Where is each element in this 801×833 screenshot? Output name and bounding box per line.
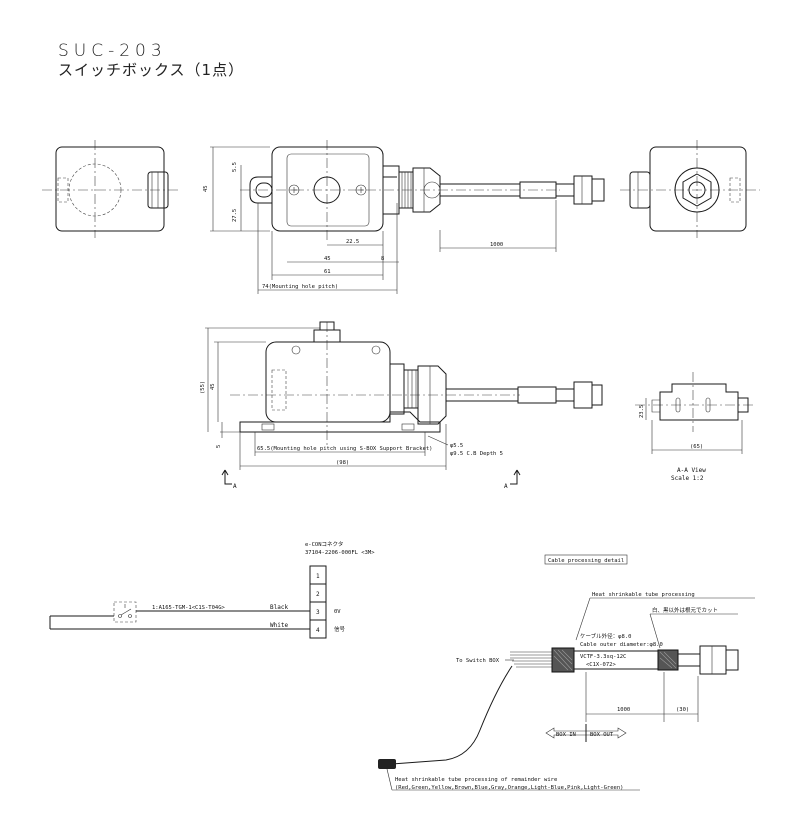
dim-23-5: 23.5 — [639, 405, 645, 418]
dim-8: 8 — [381, 256, 384, 262]
dim-30-paren: (30) — [676, 707, 689, 713]
dim-61: 61 — [324, 269, 331, 275]
dim-27-5: 27.5 — [232, 209, 238, 222]
dim-98-paren: (98) — [336, 460, 349, 466]
wire-black-label: Black — [270, 604, 288, 611]
pin-2: 2 — [316, 591, 320, 598]
cable-detail: Cable processing detail Heat shrinkable … — [378, 554, 755, 791]
aa-view-scale: Scale 1:2 — [671, 475, 704, 482]
connector-jp-label: e-CONコネクタ — [305, 540, 343, 548]
dim-45-side: 45 — [210, 383, 216, 390]
dim-65-5-mounting: 65.5(Mounting hole pitch using S-BOX Sup… — [257, 446, 433, 452]
dim-5-side: 5 — [216, 445, 222, 448]
dim-55-paren: (55) — [200, 381, 206, 394]
connector-part-number: 37104-2206-000FL <3M> — [305, 550, 375, 556]
pin-4: 4 — [316, 627, 320, 634]
cut-note: 白、黒以外は根元でカット — [652, 606, 718, 614]
remainder-colors: (Red,Green,Yellow,Brown,Blue,Gray,Orange… — [395, 785, 623, 791]
to-switch-box: To Switch BOX — [456, 658, 500, 664]
dim-1000-front: 1000 — [490, 242, 503, 248]
wire-white-label: White — [270, 622, 288, 629]
hole-dia-5-5: φ5.5 — [450, 443, 463, 449]
dim-5-5: 5.5 — [232, 162, 238, 172]
wiring-diagram: e-CONコネクタ 37104-2206-000FL <3M> 1 2 3 4 … — [49, 540, 375, 639]
dim-22-5: 22.5 — [346, 239, 359, 245]
side-view: (55) 45 5 65.5(Mounting hole pitch using… — [200, 321, 603, 490]
cable-spec: VCTF-3.3sq-12C — [580, 654, 626, 660]
pin3-0v-label: 0V — [334, 609, 341, 615]
product-name: スイッチボックス（1点） — [58, 61, 244, 79]
dim-74-mounting: 74(Mounting hole pitch) — [262, 284, 338, 290]
right-end-view — [620, 140, 760, 238]
dim-45-vertical: 45 — [203, 185, 209, 192]
dim-1000-detail: 1000 — [617, 707, 630, 713]
pin-1: 1 — [316, 573, 320, 580]
left-end-view — [42, 140, 178, 238]
aa-view: 23.5 (65) A-A View Scale 1:2 — [635, 372, 755, 482]
dim-65-paren: (65) — [690, 444, 703, 450]
front-view: 45 5.5 27.5 22.5 45 8 61 74(Mounting hol… — [203, 140, 605, 294]
outer-dia-en: Cable outer diameter:φ8.0 — [580, 642, 663, 648]
remainder-note: Heat shrinkable tube processing of remai… — [395, 777, 557, 783]
box-in-label: BOX IN — [556, 732, 576, 738]
dim-45-horizontal: 45 — [324, 256, 331, 262]
pin-3: 3 — [316, 609, 320, 616]
heat-shrink-label: Heat shrinkable tube processing — [592, 592, 695, 598]
section-mark-left: A — [233, 483, 237, 490]
pin4-signal-label: 信号 — [334, 625, 346, 633]
cable-detail-heading: Cable processing detail — [548, 558, 624, 564]
cable-code: <C1X-072> — [586, 662, 616, 668]
box-out-label: BOX OUT — [590, 732, 614, 738]
switch-part-label: 1:A165-TGM-1<C1S-T04G> — [152, 605, 226, 611]
aa-view-label: A-A View — [677, 467, 706, 474]
outer-dia-jp: ケーブル外径：φ8.0 — [580, 632, 631, 640]
hole-counterbore: φ9.5 C.B Depth 5 — [450, 451, 503, 457]
model-title: SUC-203 — [58, 41, 167, 61]
section-mark-right: A — [504, 483, 508, 490]
